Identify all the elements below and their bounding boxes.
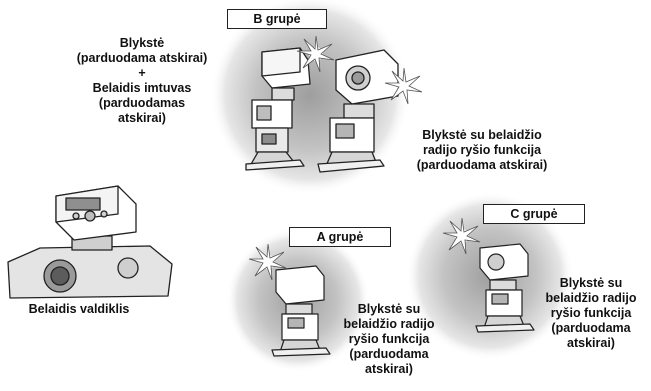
caption-line: (parduodama [551, 321, 631, 335]
group-b-radio-flash-caption: Blykstė su belaidžio radijo ryšio funkci… [390, 128, 574, 173]
camera-with-controller [7, 185, 173, 299]
caption-line: + [138, 66, 146, 80]
group-a-caption: Blykstė su belaidžio radijo ryšio funkci… [330, 302, 448, 377]
caption-line: ryšio funkcija [348, 332, 430, 346]
caption-line: (parduodama [349, 347, 429, 361]
caption-line: atskirai) [365, 362, 413, 376]
controller-caption: Belaidis valdiklis [28, 302, 130, 316]
caption-line: belaidžio radijo [343, 317, 435, 331]
group-a-label: A grupė [289, 227, 391, 247]
group-b-flash-radio [317, 49, 399, 173]
group-b-flash-receiver-caption: Blykstė (parduodama atskirai) + Belaidis… [72, 36, 212, 126]
group-b-label: B grupė [227, 9, 327, 29]
group-c-label: C grupė [483, 204, 585, 224]
caption-line: Belaidis imtuvas [92, 81, 192, 95]
caption-line: Blykstė [119, 36, 165, 50]
group-b-flash-with-receiver [245, 47, 311, 171]
caption-line: atskirai) [118, 111, 166, 125]
caption-line: atskirai) [567, 336, 615, 350]
caption-line: (parduodama atskirai) [416, 158, 548, 172]
caption-line: Blykstė su [559, 276, 623, 290]
caption-line: Blykstė su [357, 302, 421, 316]
caption-line: Blykstė su belaidžio [422, 128, 542, 142]
caption-line: belaidžio radijo [545, 291, 637, 305]
caption-line: (parduodama atskirai) [76, 51, 208, 65]
caption-line: radijo ryšio funkcija [422, 143, 542, 157]
group-c-caption: Blykstė su belaidžio radijo ryšio funkci… [532, 276, 650, 351]
group-c-flash [475, 243, 535, 333]
group-a-flash [271, 265, 331, 357]
caption-line: (parduodamas [98, 96, 186, 110]
caption-line: ryšio funkcija [550, 306, 632, 320]
